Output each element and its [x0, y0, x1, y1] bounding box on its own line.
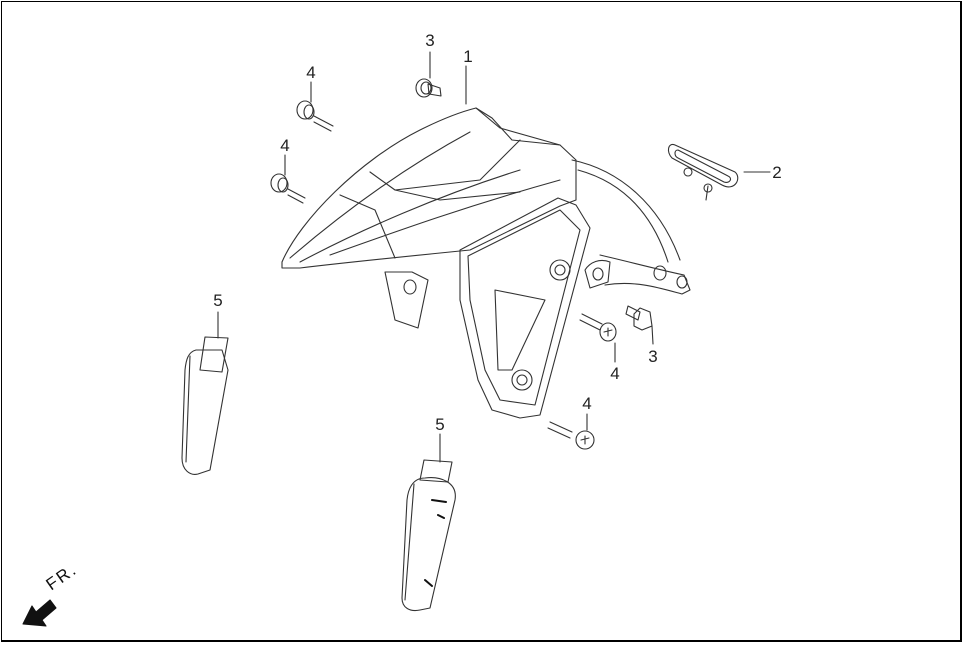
- screw-part: [579, 313, 617, 363]
- screw-part: [270, 154, 306, 204]
- callout-5-left: 5: [213, 291, 223, 310]
- screw-part: [547, 413, 595, 450]
- callout-4-right: 4: [610, 364, 620, 383]
- decal-strip-part: [401, 433, 456, 612]
- callout-5-center: 5: [435, 415, 445, 434]
- callout-4-bottom: 4: [582, 394, 592, 413]
- callout-1: 1: [463, 47, 473, 66]
- front-fender-part: [281, 107, 691, 419]
- callout-3-right: 3: [648, 347, 658, 366]
- decal-strip-part: [181, 311, 229, 475]
- screw-part: [296, 81, 334, 132]
- flange-bolt-part: [415, 51, 442, 98]
- callout-2: 2: [772, 163, 782, 182]
- arrow-down-left-icon: [22, 599, 57, 627]
- callout-4-left: 4: [280, 136, 290, 155]
- flange-bolt-part: [625, 305, 654, 345]
- reflector-part: [667, 143, 771, 201]
- callout-3-top: 3: [425, 31, 435, 50]
- callout-4-top: 4: [306, 63, 316, 82]
